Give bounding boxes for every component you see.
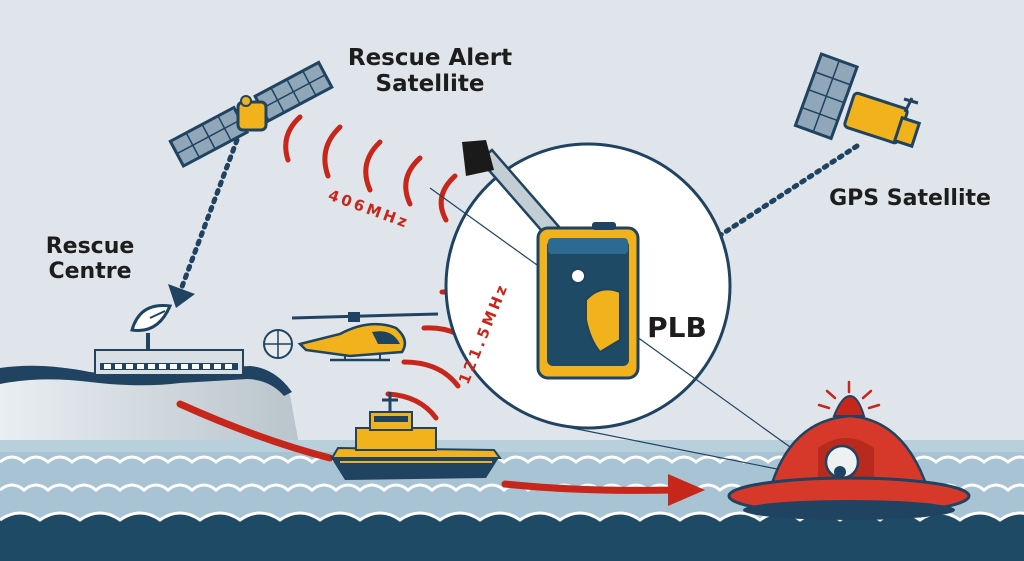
plb-label: PLB xyxy=(647,311,707,344)
rescue-alert-satellite-label-line1: Rescue Alert xyxy=(347,45,513,71)
life-raft-icon xyxy=(727,380,971,520)
rescue-alert-satellite-label: Rescue Alert Satellite xyxy=(330,45,530,98)
plb-device-icon xyxy=(462,140,640,380)
rescue-centre-label-line2: Centre xyxy=(48,259,132,285)
rescue-path-arrows xyxy=(176,400,705,506)
dotted-signal-lines xyxy=(177,137,860,295)
signal-arcs-406 xyxy=(283,114,458,223)
rescue-alert-satellite-icon xyxy=(168,60,334,169)
gps-satellite-icon xyxy=(793,52,922,149)
lifeboat-icon xyxy=(330,392,502,480)
rescue-centre-label-line1: Rescue xyxy=(45,234,135,259)
dish-antenna-icon xyxy=(130,304,173,351)
rescue-alert-satellite-label-line2: Satellite xyxy=(375,71,485,98)
gps-satellite-label: GPS Satellite xyxy=(829,186,991,211)
helicopter-icon xyxy=(263,312,439,362)
arrowhead-to-centre-icon xyxy=(168,284,195,308)
rescue-centre-building xyxy=(94,349,244,376)
rescue-centre-label: Rescue Centre xyxy=(30,234,150,285)
